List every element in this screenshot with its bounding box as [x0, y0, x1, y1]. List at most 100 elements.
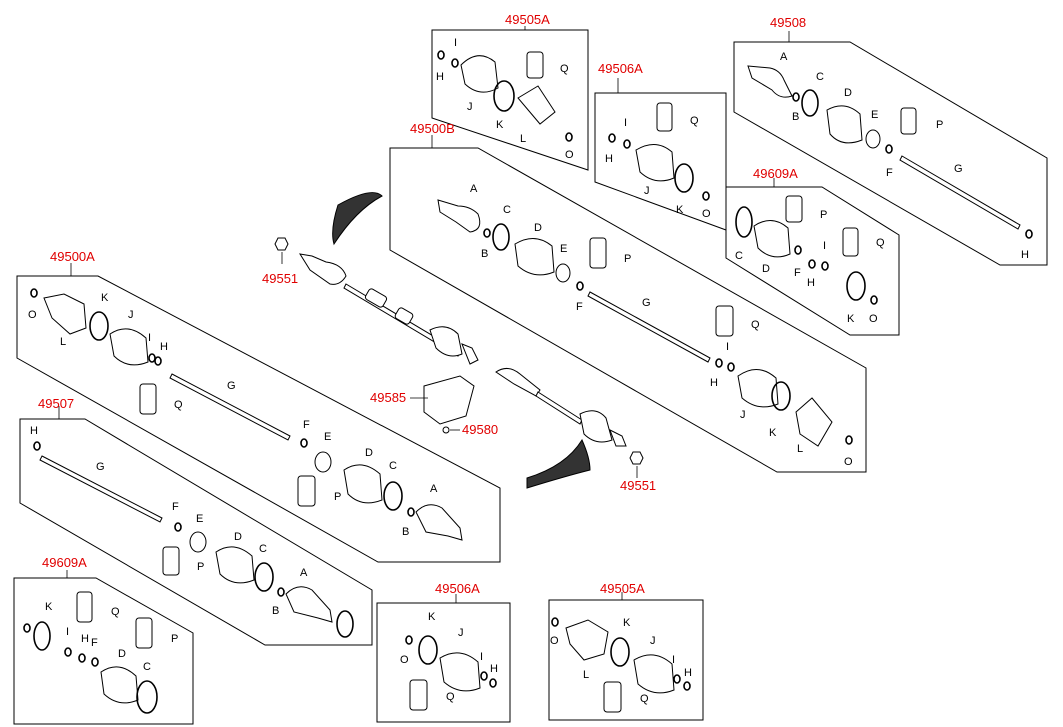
- callout-letter: D: [118, 648, 126, 660]
- callout-letter: G: [954, 163, 963, 175]
- part-no-49505A-bottom[interactable]: 49505A: [600, 581, 645, 596]
- part-shape: [845, 435, 853, 445]
- part-shape: [109, 328, 149, 366]
- part-shape: [900, 107, 917, 135]
- callout-letter: C: [389, 460, 397, 472]
- part-shape: [1025, 229, 1033, 239]
- callout-letter: G: [96, 461, 105, 473]
- group-49505A-top: 49505A H I J K Q L O: [431, 12, 589, 171]
- part-no-49585[interactable]: 49585: [370, 390, 406, 405]
- part-no-49508[interactable]: 49508: [770, 15, 806, 30]
- callout-letter: I: [480, 651, 483, 663]
- callout-letter: K: [847, 313, 855, 325]
- callout-letter: P: [936, 119, 943, 131]
- callout-letter: Q: [690, 115, 699, 127]
- part-shape: [442, 426, 450, 434]
- callout-letter: K: [496, 119, 504, 131]
- part-shape: [23, 623, 31, 633]
- callout-letter: A: [470, 183, 478, 195]
- part-shape: [162, 546, 180, 576]
- callout-letter: O: [702, 208, 711, 220]
- part-shape: [437, 50, 445, 60]
- part-shape: [771, 381, 791, 411]
- part-no-49580[interactable]: 49580: [462, 422, 498, 437]
- callout-letter: H: [81, 633, 89, 645]
- part-shape: [495, 368, 541, 397]
- callout-letter: O: [28, 309, 37, 321]
- part-shape: [285, 586, 333, 623]
- part-no-49505A-top[interactable]: 49505A: [505, 12, 550, 27]
- group-49506A-bottom: 49506A O K J I H Q: [376, 581, 511, 723]
- part-shape: [656, 102, 673, 132]
- part-shape: [297, 475, 316, 507]
- callout-letter: E: [196, 513, 203, 525]
- callout-letter: D: [365, 447, 373, 459]
- callout-letter: C: [816, 71, 824, 83]
- part-shape: [808, 259, 816, 269]
- part-shape: [629, 451, 644, 465]
- part-shape: [899, 155, 1021, 230]
- part-shape: [609, 428, 627, 447]
- part-shape: [801, 89, 819, 117]
- callout-letter: O: [550, 635, 559, 647]
- part-shape: [64, 647, 72, 657]
- part-shape: [336, 610, 354, 638]
- part-no-49507[interactable]: 49507: [38, 396, 74, 411]
- part-shape: [737, 369, 779, 408]
- callout-letter: L: [797, 443, 803, 455]
- part-shape: [215, 546, 255, 584]
- part-shape: [753, 220, 791, 258]
- part-shape: [254, 562, 274, 592]
- part-shape: [483, 228, 491, 238]
- callout-letter: Q: [560, 63, 569, 75]
- part-shape: [794, 245, 802, 255]
- part-no-49551-left[interactable]: 49551: [262, 271, 298, 286]
- part-shape: [826, 105, 863, 144]
- part-no-49500A[interactable]: 49500A: [50, 249, 95, 264]
- part-no-49609A-right[interactable]: 49609A: [753, 166, 798, 181]
- part-shape: [674, 163, 694, 193]
- part-shape: [415, 504, 463, 541]
- part-shape: [389, 147, 867, 473]
- group-49500B: 49500B A B C D E F P G Q H I J K L O: [389, 121, 867, 473]
- part-no-49500B[interactable]: 49500B: [410, 121, 455, 136]
- callout-letter: G: [642, 297, 651, 309]
- group-49505A-bottom: 49505A O L K J I H Q: [548, 581, 704, 721]
- callout-letter: F: [172, 501, 179, 513]
- part-shape: [429, 326, 463, 357]
- part-no-49506A-top[interactable]: 49506A: [598, 61, 643, 76]
- part-shape: [610, 637, 630, 667]
- group-49500A: 49500A O L K J I H Q G F E D P C B A: [16, 249, 501, 563]
- part-shape: [623, 139, 631, 149]
- part-shape: [727, 362, 735, 372]
- part-shape: [587, 291, 711, 363]
- callout-letter: K: [769, 427, 777, 439]
- part-shape: [135, 617, 153, 649]
- callout-letter: J: [650, 635, 656, 647]
- part-no-49551-right[interactable]: 49551: [620, 478, 656, 493]
- part-shape: [579, 410, 613, 443]
- callout-letter: E: [560, 243, 567, 255]
- callout-letter: H: [684, 667, 692, 679]
- part-no-49506A-bottom[interactable]: 49506A: [435, 581, 480, 596]
- callout-letter: I: [148, 332, 151, 344]
- callout-letter: E: [871, 109, 878, 121]
- callout-letter: J: [644, 185, 650, 197]
- part-shape: [437, 199, 481, 233]
- part-shape: [526, 438, 591, 489]
- part-shape: [548, 599, 704, 721]
- callout-letter: I: [624, 117, 627, 129]
- part-no-49609A-bottom[interactable]: 49609A: [42, 555, 87, 570]
- part-shape: [608, 133, 616, 143]
- part-shape: [865, 129, 881, 149]
- part-shape: [169, 373, 291, 441]
- callout-letter: H: [710, 377, 718, 389]
- callout-letter: I: [454, 37, 457, 49]
- callout-letter: H: [1021, 249, 1029, 261]
- callout-letter: J: [467, 101, 473, 113]
- callout-letter: O: [869, 313, 878, 325]
- part-shape: [431, 29, 589, 171]
- callout-letter: F: [303, 419, 310, 431]
- part-shape: [492, 223, 510, 251]
- callout-letter: B: [402, 526, 409, 538]
